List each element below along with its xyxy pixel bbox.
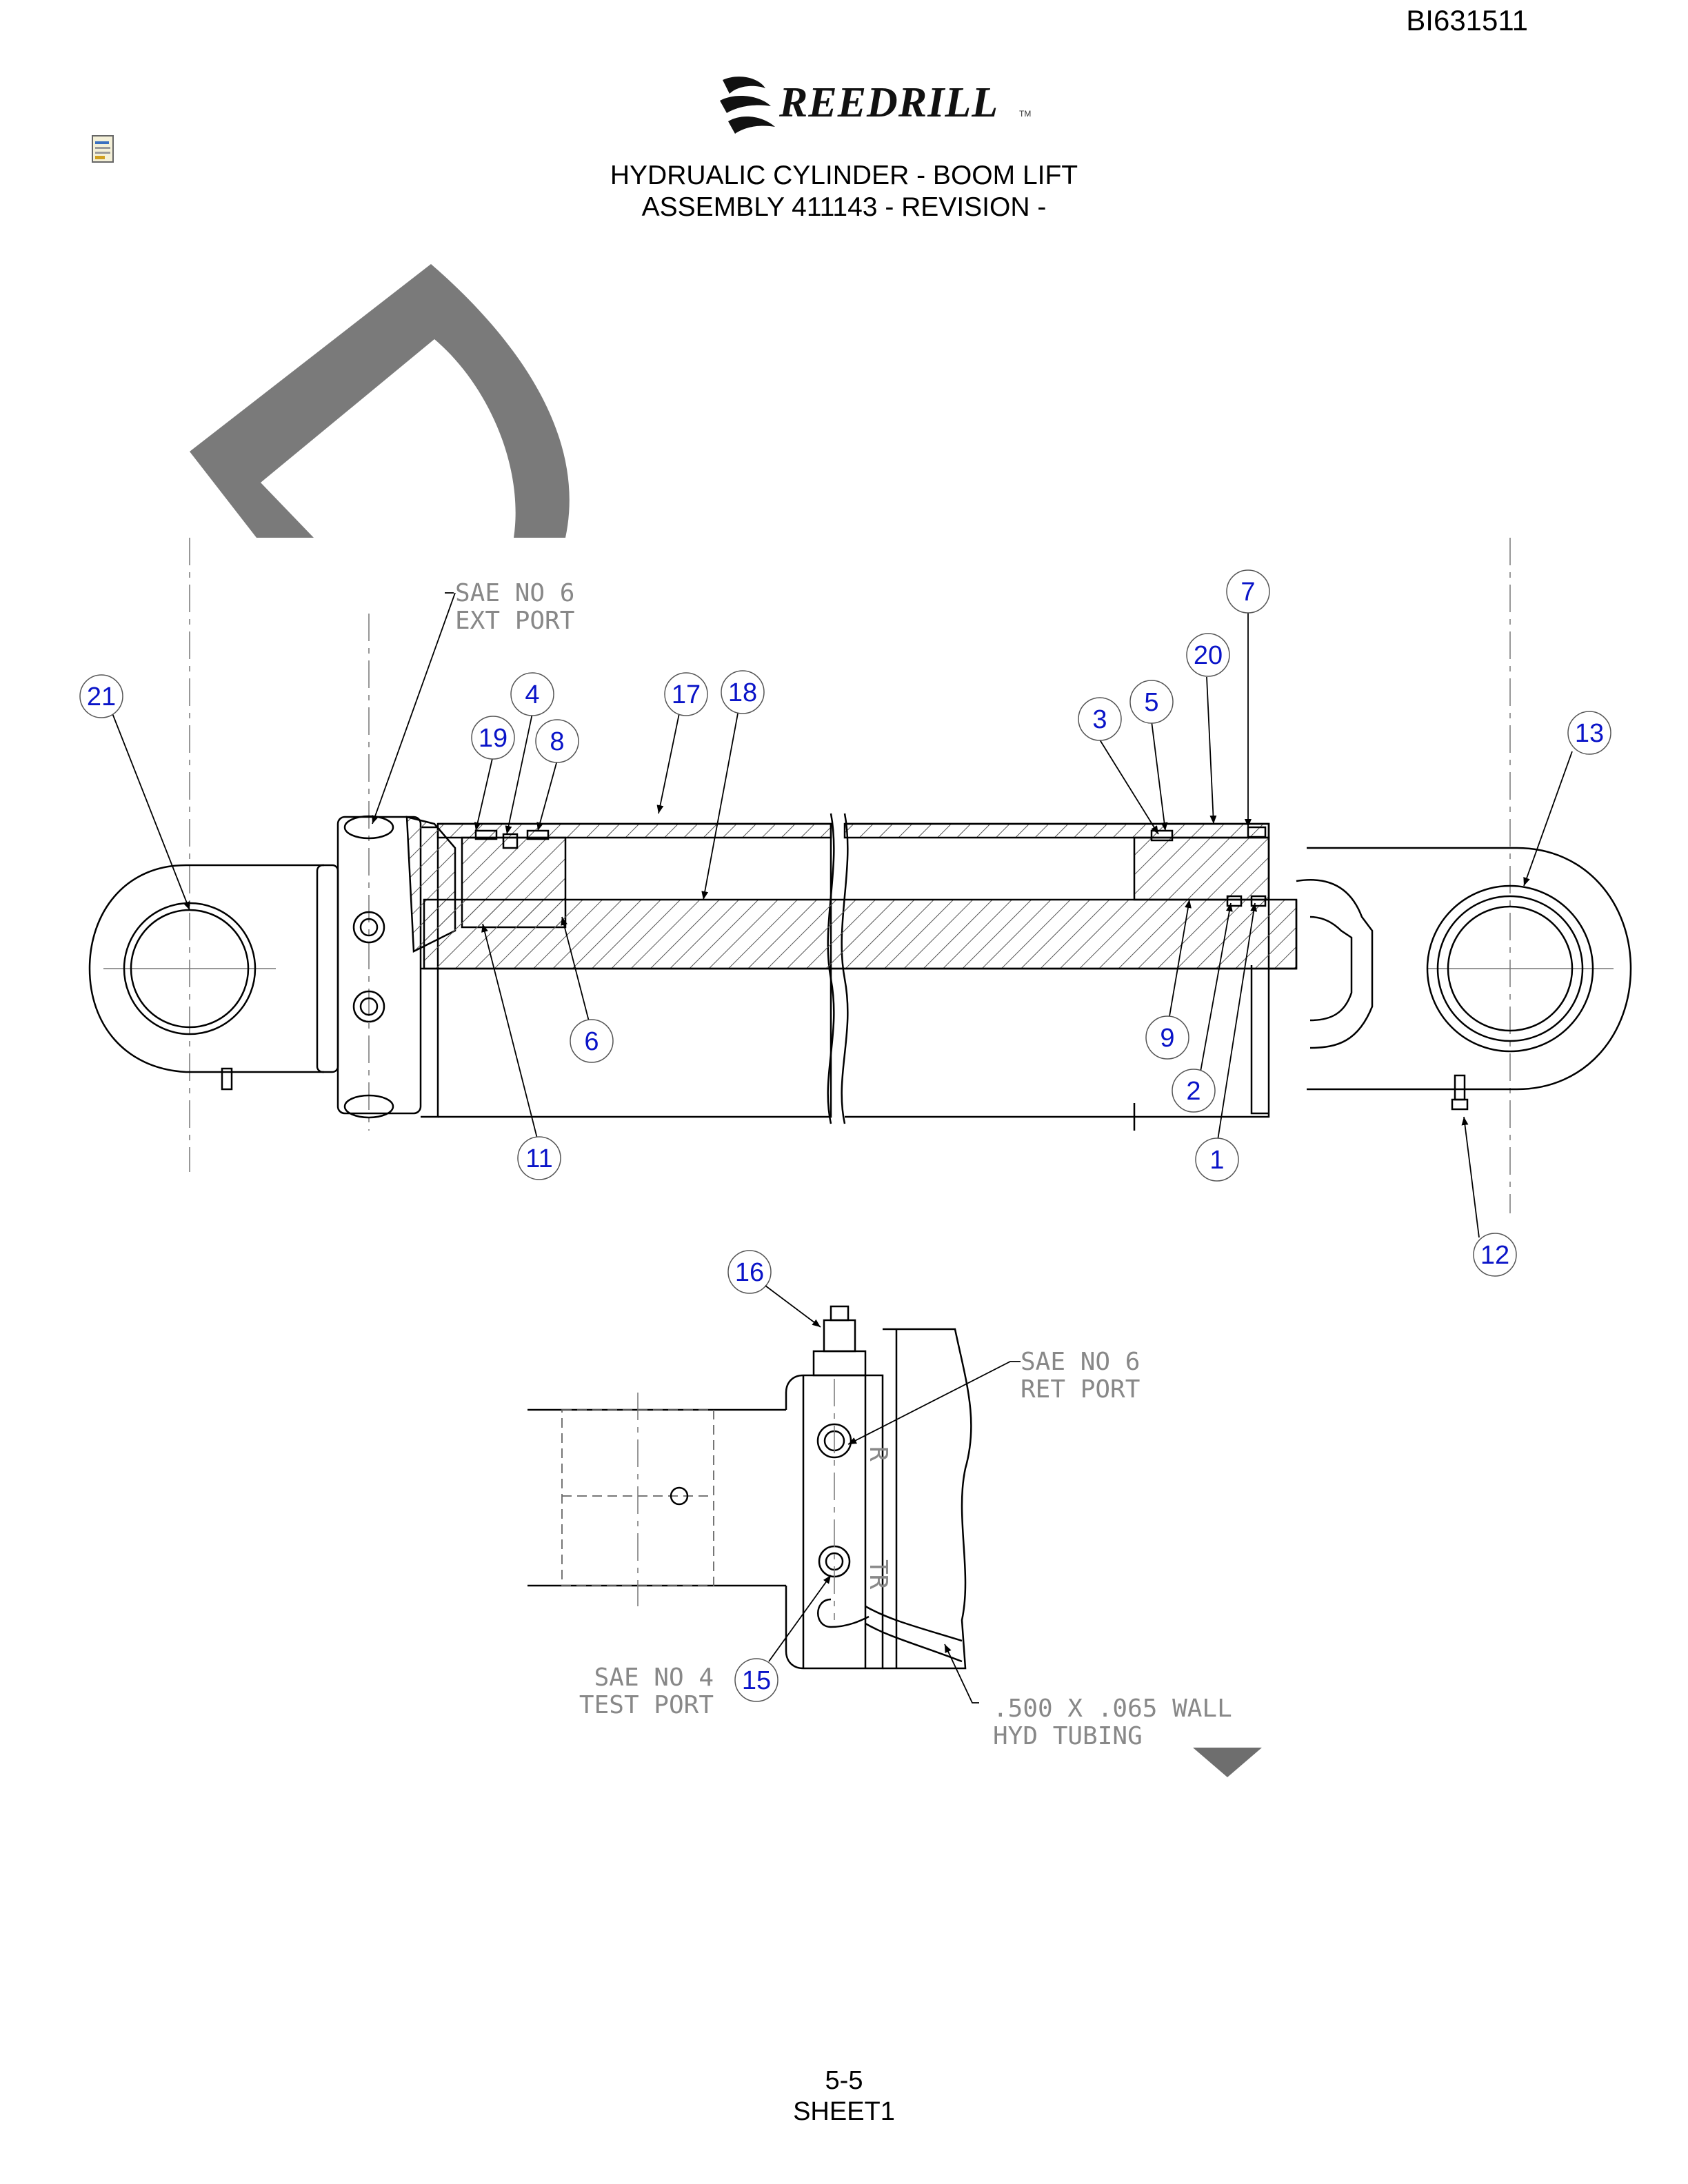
document-id: BI631511 [1406,4,1528,37]
ret-port-note-line1: SAE NO 6 [1021,1348,1140,1376]
drawing-title: HYDRUALIC CYLINDER - BOOM LIFT ASSEMBLY … [0,160,1688,223]
ret-port-note-line2: RET PORT [1021,1375,1140,1404]
balloon-13: 13 [1575,719,1604,748]
balloon-11: 11 [525,1144,552,1173]
test-port-note-line2: TEST PORT [579,1691,714,1719]
title-line-1: HYDRUALIC CYLINDER - BOOM LIFT [610,161,1078,190]
cap-end-block [336,816,422,1115]
balloon-1: 1 [1209,1146,1224,1175]
piston-rod [423,898,1298,970]
balloon-21: 21 [87,682,116,711]
balloon-12: 12 [1480,1241,1509,1270]
balloon-2: 2 [1186,1077,1200,1106]
page-number: 5-5 [825,2066,863,2095]
piston [1133,836,1270,901]
balloon-17: 17 [672,680,701,709]
balloon-15: 15 [742,1666,771,1695]
ext-port-note-line2: EXT PORT [455,607,574,635]
detail-leader-lines [765,1285,1021,1703]
balloon-8: 8 [550,727,564,756]
balloon-6: 6 [584,1027,599,1056]
page-footer: 5-5 SHEET1 [0,2065,1688,2127]
port-detail-view [528,1305,972,1670]
attachment-file-icon[interactable] [90,134,117,163]
brand-name: REEDRILL [779,79,999,126]
reedrill-swirl-icon [720,77,775,134]
balloon-16: 16 [735,1258,764,1287]
balloon-9: 9 [1160,1024,1174,1053]
ext-port-note-line1: SAE NO 6 [455,579,574,607]
balloon-circles [79,569,1611,1702]
watermark-triangle [1193,1748,1262,1777]
main-section-view [88,538,1632,1213]
right-clevis-eye [1307,847,1632,1091]
balloon-19: 19 [479,724,508,753]
balloon-labels: 21 4 19 8 17 18 3 5 20 7 13 6 9 2 11 1 1… [87,578,1604,1695]
balloon-3: 3 [1092,705,1107,734]
title-line-2: ASSEMBLY 411143 - REVISION - [641,192,1047,222]
tubing-note-line2: HYD TUBING [993,1722,1143,1750]
port-mark-r: R [864,1446,892,1462]
sheet-label: SHEET1 [793,2097,895,2126]
balloon-18: 18 [728,678,757,707]
test-port-note-line1: SAE NO 4 [594,1664,714,1692]
balloon-7: 7 [1240,578,1255,607]
port-mark-tr: TR [864,1559,892,1590]
balloon-5: 5 [1144,688,1158,717]
brand-trademark: TM [1019,109,1032,119]
balloon-4: 4 [525,680,539,709]
leader-lines [112,592,1573,1238]
left-clevis-eye [88,864,324,1073]
balloon-20: 20 [1194,641,1223,670]
tubing-note-line1: .500 X .065 WALL [993,1695,1232,1723]
rod-clevis [1296,879,1374,1049]
watermark-shape [190,264,570,538]
reedrill-logo: REEDRILL TM [717,73,1034,136]
